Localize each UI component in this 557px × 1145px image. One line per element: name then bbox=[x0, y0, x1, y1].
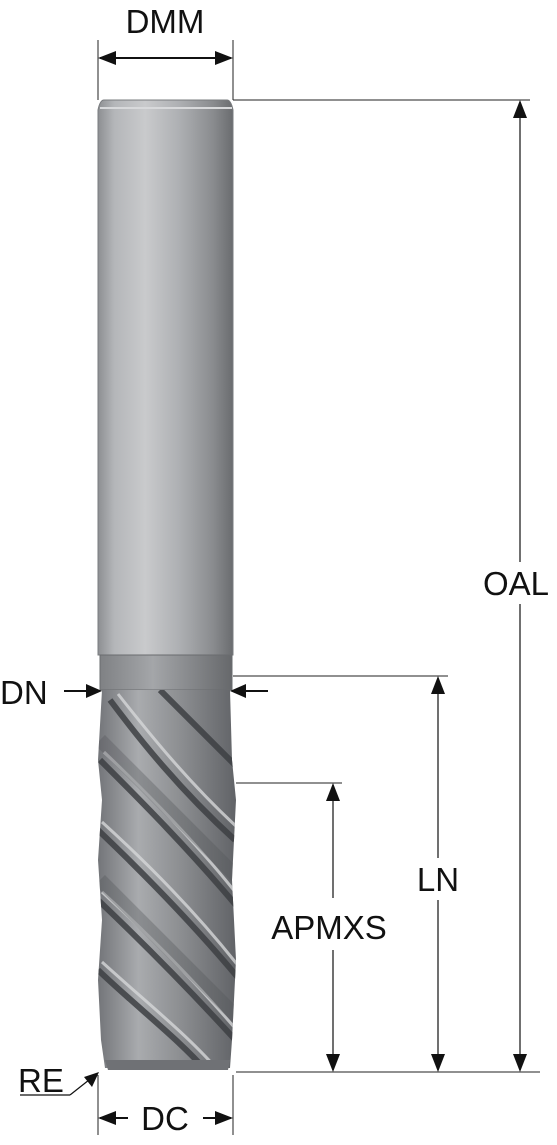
tool-tip bbox=[105, 1060, 230, 1070]
dmm-label: DMM bbox=[126, 3, 205, 40]
oal-dimension: OAL bbox=[233, 99, 549, 1073]
dc-dimension: DC bbox=[97, 1075, 234, 1137]
ln-dimension: LN bbox=[417, 676, 459, 1072]
oal-label: OAL bbox=[483, 565, 549, 602]
dn-label: DN bbox=[0, 674, 48, 711]
apmxs-label: APMXS bbox=[271, 909, 387, 946]
shank bbox=[97, 99, 234, 656]
fluted-cutting-head bbox=[98, 690, 236, 1068]
re-dimension: RE bbox=[18, 1062, 99, 1099]
ln-label: LN bbox=[417, 861, 459, 898]
re-label: RE bbox=[18, 1062, 64, 1099]
dmm-dimension: DMM bbox=[97, 3, 234, 100]
dn-dimension: DN bbox=[0, 674, 448, 711]
end-mill-tool bbox=[97, 99, 236, 1070]
neck bbox=[99, 654, 233, 691]
apmxs-dimension: APMXS bbox=[236, 782, 387, 1072]
dc-label: DC bbox=[141, 1100, 189, 1137]
